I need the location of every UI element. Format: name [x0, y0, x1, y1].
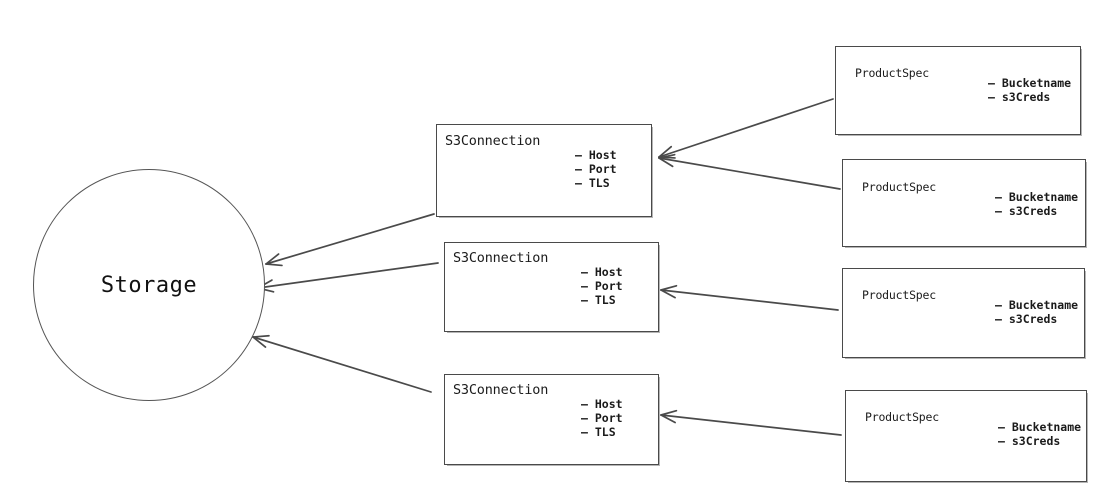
node-productspec-2-attributes: – Bucketname– s3Creds: [995, 190, 1078, 218]
node-productspec-2[interactable]: ProductSpec – Bucketname– s3Creds: [842, 159, 1086, 247]
attribute-item: – Port: [581, 279, 623, 293]
edge-spec2-to-conn1: [658, 153, 841, 190]
node-s3connection-3-attributes: – Host– Port– TLS: [581, 397, 623, 439]
node-productspec-1-title: ProductSpec: [855, 66, 929, 80]
node-productspec-4-title: ProductSpec: [865, 410, 939, 424]
node-productspec-4[interactable]: ProductSpec – Bucketname– s3Creds: [845, 390, 1087, 482]
attribute-item: – TLS: [581, 293, 616, 307]
node-productspec-4-attributes: – Bucketname– s3Creds: [998, 420, 1081, 448]
node-s3connection-1-attributes: – Host– Port– TLS: [575, 148, 617, 190]
attribute-item: – s3Creds: [995, 204, 1058, 218]
attribute-item: – Host: [581, 397, 623, 411]
attribute-item: – TLS: [581, 425, 616, 439]
attribute-item: – Bucketname: [995, 298, 1079, 312]
node-s3connection-2-title: S3Connection: [453, 250, 549, 266]
attribute-item: – Host: [575, 148, 617, 162]
attribute-item: – s3Creds: [998, 434, 1061, 448]
node-s3connection-3-title: S3Connection: [453, 382, 549, 398]
node-storage[interactable]: Storage: [33, 169, 265, 401]
attribute-item: – Host: [581, 265, 623, 279]
attribute-item: – s3Creds: [988, 90, 1051, 104]
node-storage-label: Storage: [100, 272, 198, 298]
node-productspec-3[interactable]: ProductSpec – Bucketname– s3Creds: [842, 268, 1085, 358]
node-s3connection-2-attributes: – Host– Port– TLS: [581, 265, 623, 307]
node-productspec-3-title: ProductSpec: [862, 288, 936, 302]
node-productspec-2-title: ProductSpec: [862, 180, 936, 194]
attribute-item: – TLS: [575, 176, 610, 190]
attribute-item: – Bucketname: [988, 76, 1072, 90]
node-s3connection-2[interactable]: S3Connection – Host– Port– TLS: [444, 242, 659, 332]
attribute-item: – Bucketname: [998, 420, 1082, 434]
node-productspec-3-attributes: – Bucketname– s3Creds: [995, 298, 1078, 326]
node-s3connection-1[interactable]: S3Connection – Host– Port– TLS: [436, 124, 652, 217]
edge-conn2-to-storage: [257, 262, 439, 293]
edge-conn3-to-storage: [252, 334, 432, 393]
edge-spec1-to-conn1: [658, 98, 834, 159]
attribute-item: – Port: [575, 162, 617, 176]
attribute-item: – Port: [581, 411, 623, 425]
node-s3connection-3[interactable]: S3Connection – Host– Port– TLS: [444, 374, 659, 465]
edge-spec4-to-conn3: [660, 409, 842, 436]
edge-spec3-to-conn2: [660, 284, 839, 311]
attribute-item: – Bucketname: [995, 190, 1079, 204]
node-productspec-1[interactable]: ProductSpec – Bucketname– s3Creds: [835, 46, 1081, 135]
node-s3connection-1-title: S3Connection: [445, 133, 541, 149]
edge-conn1-to-storage: [265, 213, 435, 267]
node-productspec-1-attributes: – Bucketname– s3Creds: [988, 76, 1071, 104]
attribute-item: – s3Creds: [995, 312, 1058, 326]
